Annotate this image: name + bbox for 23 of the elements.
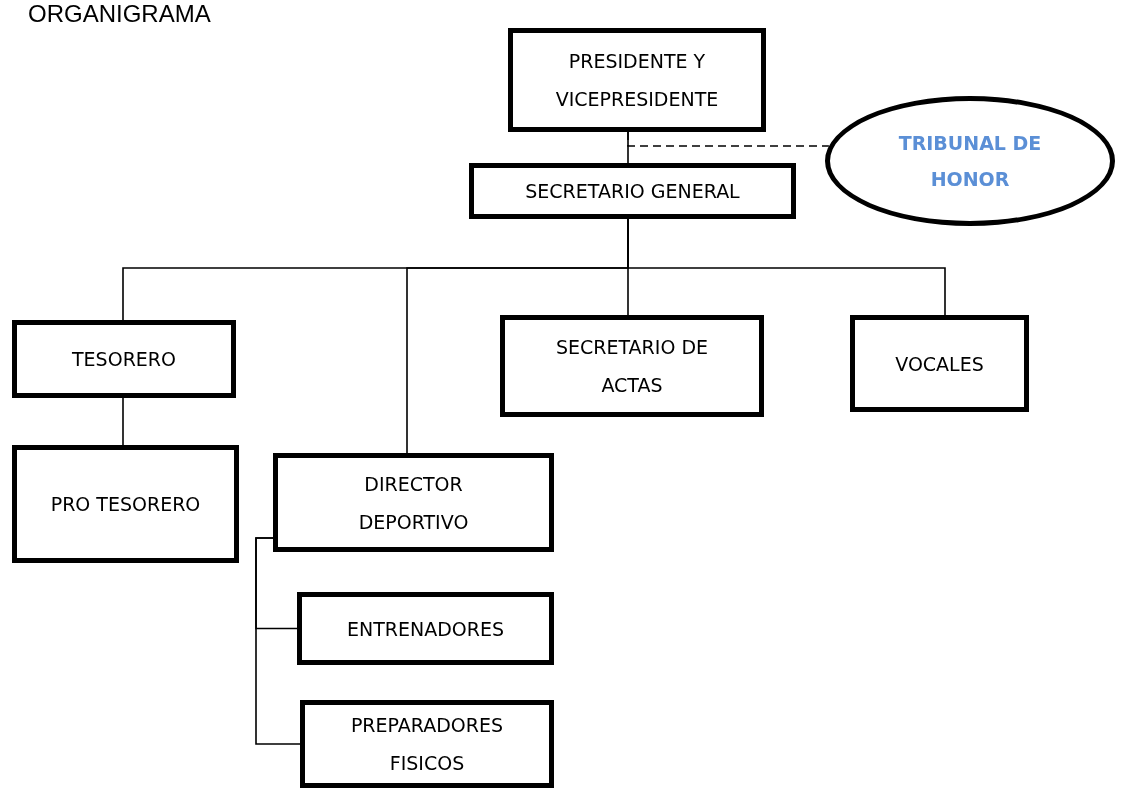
org-box bbox=[508, 28, 766, 132]
node-label: TESORERO bbox=[72, 347, 176, 372]
org-box bbox=[12, 320, 236, 398]
diagram-title: ORGANIGRAMA bbox=[28, 0, 211, 28]
org-box bbox=[273, 453, 554, 552]
node-label: PREPARADORES FISICOS bbox=[349, 713, 505, 776]
org-box bbox=[500, 315, 764, 417]
connector-line bbox=[122, 397, 124, 446]
org-box bbox=[469, 163, 796, 219]
org-box bbox=[297, 592, 554, 665]
connector-line bbox=[255, 537, 301, 745]
node-label: TRIBUNAL DE HONOR bbox=[897, 131, 1043, 192]
node-label: SECRETARIO GENERAL bbox=[525, 179, 740, 204]
node-label: PRESIDENTE Y VICEPRESIDENTE bbox=[554, 49, 720, 112]
dashed-connector bbox=[627, 131, 830, 147]
node-label: ENTRENADORES bbox=[346, 616, 505, 642]
org-box bbox=[12, 445, 239, 563]
org-box bbox=[300, 700, 554, 788]
node-label: DIRECTOR DEPORTIVO bbox=[357, 471, 470, 535]
node-label: PRO TESORERO bbox=[50, 492, 201, 517]
node-label: VOCALES bbox=[895, 351, 984, 377]
node-label: SECRETARIO DE ACTAS bbox=[554, 335, 710, 398]
org-box bbox=[850, 315, 1029, 412]
